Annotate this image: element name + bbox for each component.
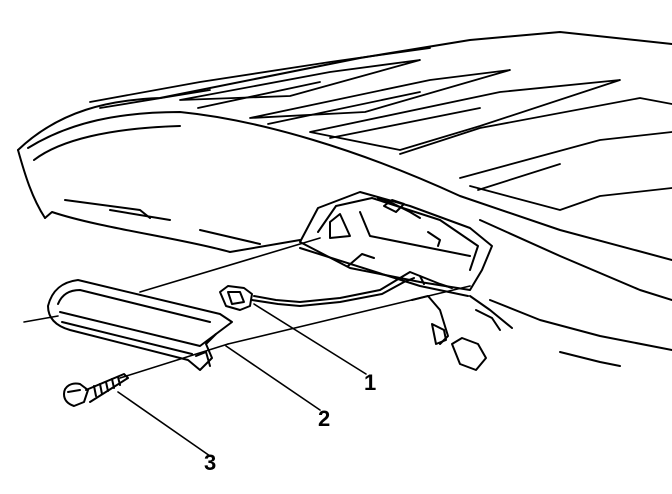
roof-panel bbox=[17, 31, 672, 367]
callout-2: 2 bbox=[318, 406, 330, 431]
callout-1: 1 bbox=[364, 370, 376, 395]
callout-leaders bbox=[117, 303, 367, 457]
stop-lamp-assembly bbox=[47, 279, 233, 371]
lamp-housing-opening bbox=[299, 191, 513, 371]
roof-rib-panels bbox=[89, 47, 672, 211]
mounting-screw bbox=[63, 373, 129, 407]
wire-harness-connector bbox=[219, 271, 453, 311]
leader-lines bbox=[23, 237, 471, 379]
callout-3: 3 bbox=[204, 450, 216, 475]
